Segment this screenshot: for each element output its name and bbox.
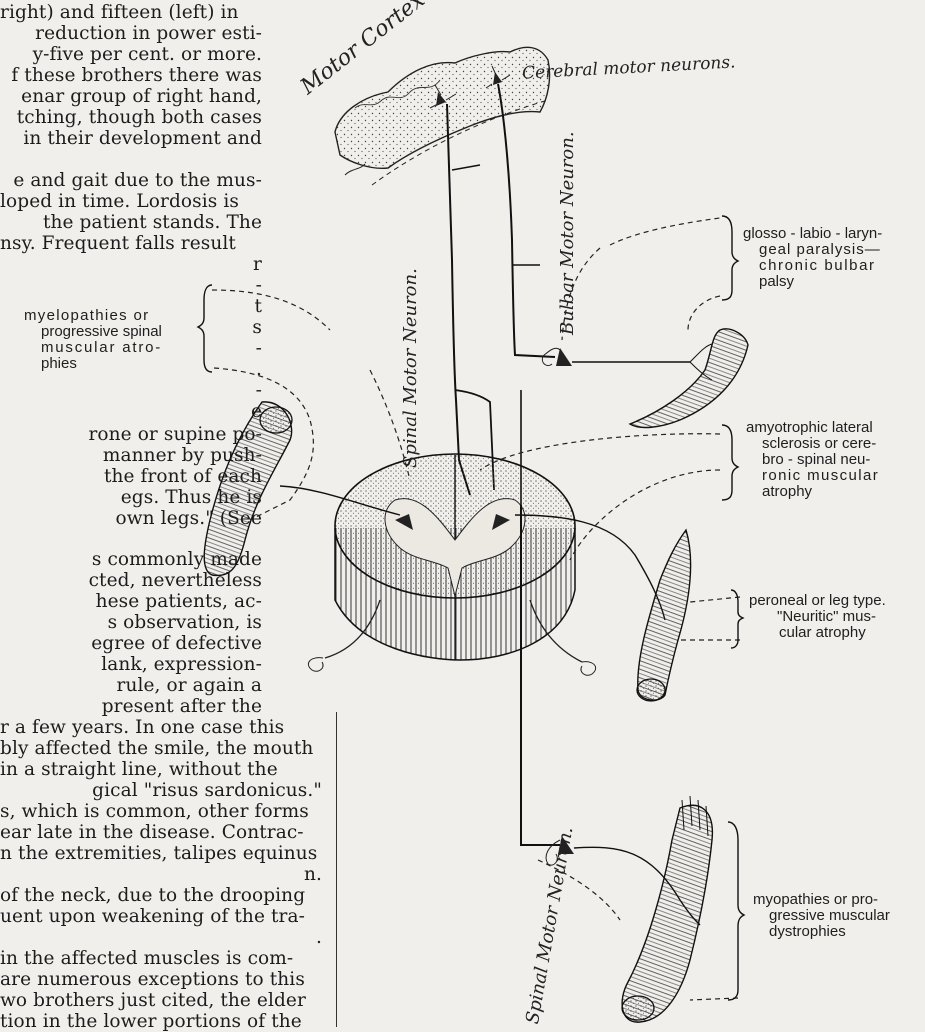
caption-line: peroneal or leg type. <box>749 593 886 609</box>
tract-bulbar <box>498 84 555 357</box>
motor-cortex <box>335 47 550 185</box>
muscle-lower <box>622 796 712 1022</box>
caption-myelopathies: myelopathies or progressive spinal muscu… <box>24 308 162 372</box>
caption-line: chronic bulbar <box>743 258 882 274</box>
caption-line: sclerosis or cere- <box>746 436 879 452</box>
caption-line: myopathies or pro- <box>753 892 890 908</box>
caption-line: atrophy <box>746 484 879 500</box>
bulbar-muscle <box>630 329 748 428</box>
caption-line: gressive muscular <box>753 908 890 924</box>
caption-line: bro - spinal neu- <box>746 452 879 468</box>
label-bulbar-motor-neuron: Bulbar Motor Neuron. <box>557 131 578 335</box>
muscle-leg <box>637 530 691 701</box>
caption-als: amyotrophic lateral sclerosis or cere- b… <box>746 420 879 500</box>
caption-bulbar-palsy: glosso - labio - laryn- geal paralysis— … <box>743 226 882 290</box>
caption-line: muscular atro- <box>24 340 162 356</box>
caption-line: "Neuritic" mus- <box>749 609 886 625</box>
caption-line: phies <box>24 356 162 372</box>
caption-line: cular atrophy <box>749 625 886 641</box>
spinal-cord-section <box>308 454 595 675</box>
bulbar-motor-neuron <box>542 344 712 380</box>
caption-peroneal: peroneal or leg type. "Neuritic" mus- cu… <box>749 593 886 641</box>
caption-line: palsy <box>743 274 882 290</box>
caption-line: myelopathies or <box>24 308 162 324</box>
caption-line: progressive spinal <box>24 324 162 340</box>
caption-myopathies: myopathies or pro- gressive muscular dys… <box>753 892 890 940</box>
muscle-arm <box>204 402 292 576</box>
caption-line: amyotrophic lateral <box>746 420 879 436</box>
caption-line: ronic muscular <box>746 468 879 484</box>
label-spinal-motor-neuron-upper: Spinal Motor Neuron. <box>400 268 421 468</box>
caption-line: dystrophies <box>753 924 890 940</box>
caption-line: geal paralysis— <box>743 242 882 258</box>
caption-line: glosso - labio - laryn- <box>743 226 882 242</box>
tract-spinal-upper <box>447 104 470 495</box>
